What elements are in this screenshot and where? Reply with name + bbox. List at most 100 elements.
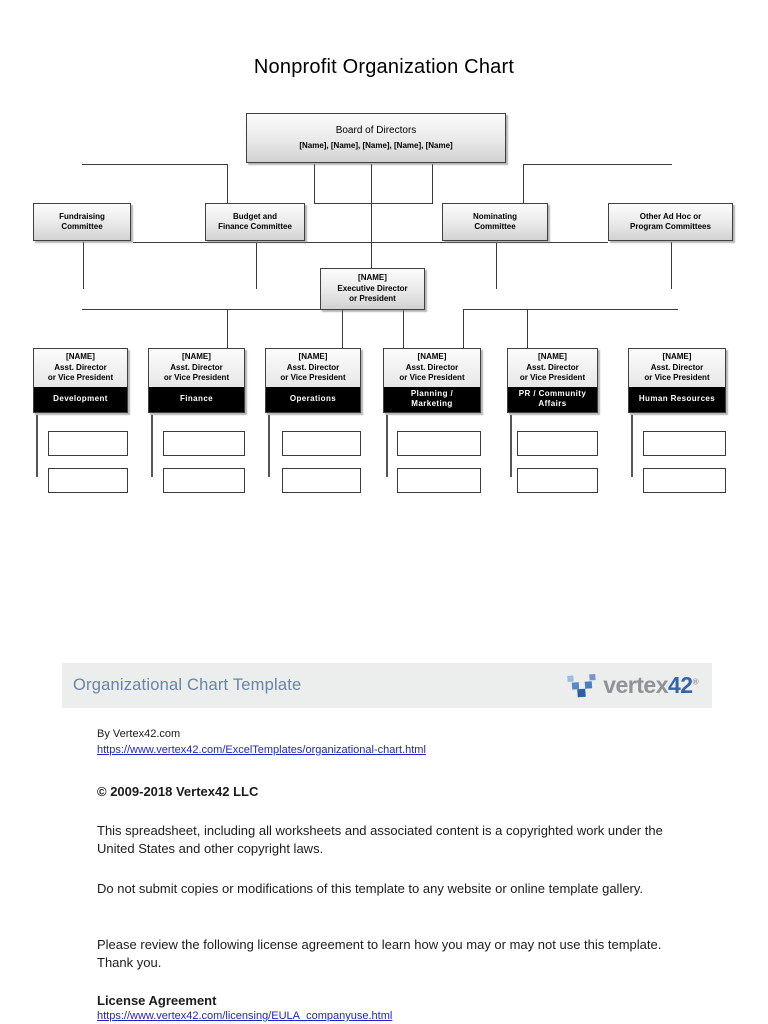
executive-director-box: [NAME] Executive Director or President	[320, 268, 425, 310]
dept-label: Operations	[289, 394, 337, 404]
connector-line	[463, 309, 464, 348]
dept-band-human-resources: Human Resources	[629, 386, 725, 412]
dept-box-planning-marketing: [NAME] Asst. Director or Vice President …	[383, 348, 481, 413]
registered-mark: ®	[692, 677, 699, 687]
dept-role: or Vice President	[644, 373, 710, 383]
empty-slot-box	[48, 431, 128, 456]
dept-name-placeholder: [NAME]	[662, 352, 692, 362]
connector-line	[314, 203, 432, 204]
committee-label: Nominating	[473, 211, 517, 221]
empty-slot-box	[163, 468, 245, 493]
executive-title: Executive Director	[337, 283, 408, 293]
dept-box-finance: [NAME] Asst. Director or Vice President …	[148, 348, 245, 413]
dept-label: Human Resources	[638, 394, 716, 404]
dept-box-development: [NAME] Asst. Director or Vice President …	[33, 348, 128, 413]
dept-name-placeholder: [NAME]	[538, 352, 567, 362]
committee-label: Committee	[61, 222, 103, 231]
connector-line	[496, 242, 497, 289]
dept-name-placeholder: [NAME]	[298, 352, 328, 362]
connector-line	[631, 415, 633, 477]
byline: By Vertex42.com	[97, 728, 181, 740]
empty-slot-box	[517, 468, 598, 493]
dept-box-human-resources: [NAME] Asst. Director or Vice President …	[628, 348, 726, 413]
dept-role: Asst. Director	[405, 362, 459, 372]
connector-line	[268, 415, 270, 477]
empty-slot-box	[48, 468, 128, 493]
committee-label: Program Committees	[630, 222, 711, 231]
dept-role: or Vice President	[399, 373, 465, 383]
committee-label: Committee	[474, 222, 516, 231]
committee-label: Fundraising	[59, 211, 105, 221]
board-title: Board of Directors	[335, 125, 417, 137]
connector-line	[510, 415, 512, 477]
committee-box-other-adhoc: Other Ad Hoc or Program Committees	[608, 203, 733, 241]
dept-role: Asst. Director	[526, 362, 579, 372]
dept-name-placeholder: [NAME]	[417, 352, 447, 362]
connector-line	[342, 310, 343, 348]
footer-band: Organizational Chart Template vertex42®	[62, 663, 712, 708]
empty-slot-box	[643, 431, 726, 456]
committee-box-budget-finance: Budget and Finance Committee	[205, 203, 305, 241]
dept-band-finance: Finance	[149, 386, 244, 412]
committee-box-fundraising: Fundraising Committee	[33, 203, 131, 241]
license-link[interactable]: https://www.vertex42.com/licensing/EULA_…	[97, 1010, 393, 1022]
dept-label: Planning /	[410, 389, 454, 398]
no-submit-paragraph: Do not submit copies or modifications of…	[97, 881, 644, 896]
dept-role: Asst. Director	[170, 362, 223, 372]
dept-box-operations: [NAME] Asst. Director or Vice President …	[265, 348, 361, 413]
copyright-line: © 2009-2018 Vertex42 LLC	[97, 784, 259, 799]
connector-line	[227, 309, 228, 348]
dept-band-operations: Operations	[266, 386, 360, 412]
empty-slot-box	[397, 468, 481, 493]
executive-title: or President	[349, 294, 396, 304]
connector-line	[371, 164, 372, 268]
dept-label: Affairs	[538, 399, 567, 409]
board-of-directors-box: Board of Directors [Name], [Name], [Name…	[246, 113, 506, 163]
connector-line	[227, 164, 228, 204]
dept-name-placeholder: [NAME]	[182, 352, 211, 362]
connector-line	[671, 242, 672, 289]
connector-line	[386, 415, 388, 477]
footer-band-title: Organizational Chart Template	[73, 676, 302, 694]
committee-label: Other Ad Hoc or	[639, 211, 702, 221]
dept-label: Finance	[179, 394, 214, 404]
connector-line	[432, 164, 433, 204]
page-title: Nonprofit Organization Chart	[253, 56, 515, 78]
dept-role: or Vice President	[47, 373, 114, 383]
connector-line	[83, 242, 84, 289]
dept-role: Asst. Director	[286, 362, 340, 372]
connector-line	[403, 310, 404, 348]
dept-label: Development	[53, 394, 108, 404]
vertex42-wordmark: vertex42®	[603, 674, 698, 697]
dept-name-placeholder: [NAME]	[66, 352, 95, 362]
template-link[interactable]: https://www.vertex42.com/ExcelTemplates/…	[97, 744, 426, 756]
connector-line	[527, 309, 528, 348]
connector-line	[36, 415, 38, 477]
connector-line	[314, 164, 315, 204]
committee-box-nominating: Nominating Committee	[442, 203, 548, 241]
dept-role: Asst. Director	[650, 362, 704, 372]
connector-line	[523, 164, 524, 204]
dept-band-planning-marketing: Planning / Marketing	[384, 386, 480, 412]
dept-role: or Vice President	[519, 373, 586, 383]
connector-line	[256, 242, 257, 289]
empty-slot-box	[643, 468, 726, 493]
dept-role: or Vice President	[280, 373, 346, 383]
connector-line	[133, 242, 608, 243]
dept-role: or Vice President	[163, 373, 230, 383]
dept-band-pr-community: PR / Community Affairs	[508, 386, 597, 412]
board-members: [Name], [Name], [Name], [Name], [Name]	[299, 141, 453, 151]
empty-slot-box	[282, 468, 361, 493]
empty-slot-box	[282, 431, 361, 456]
license-heading: License Agreement	[97, 993, 217, 1008]
empty-slot-box	[163, 431, 245, 456]
copyright-paragraph: This spreadsheet, including all workshee…	[97, 823, 663, 857]
connector-line	[82, 164, 228, 165]
committee-label: Finance Committee	[218, 222, 292, 231]
logo-text-gray: vertex	[603, 672, 668, 698]
empty-slot-box	[517, 431, 598, 456]
executive-name-placeholder: [NAME]	[358, 273, 387, 283]
dept-box-pr-community: [NAME] Asst. Director or Vice President …	[507, 348, 598, 413]
connector-line	[82, 309, 322, 310]
